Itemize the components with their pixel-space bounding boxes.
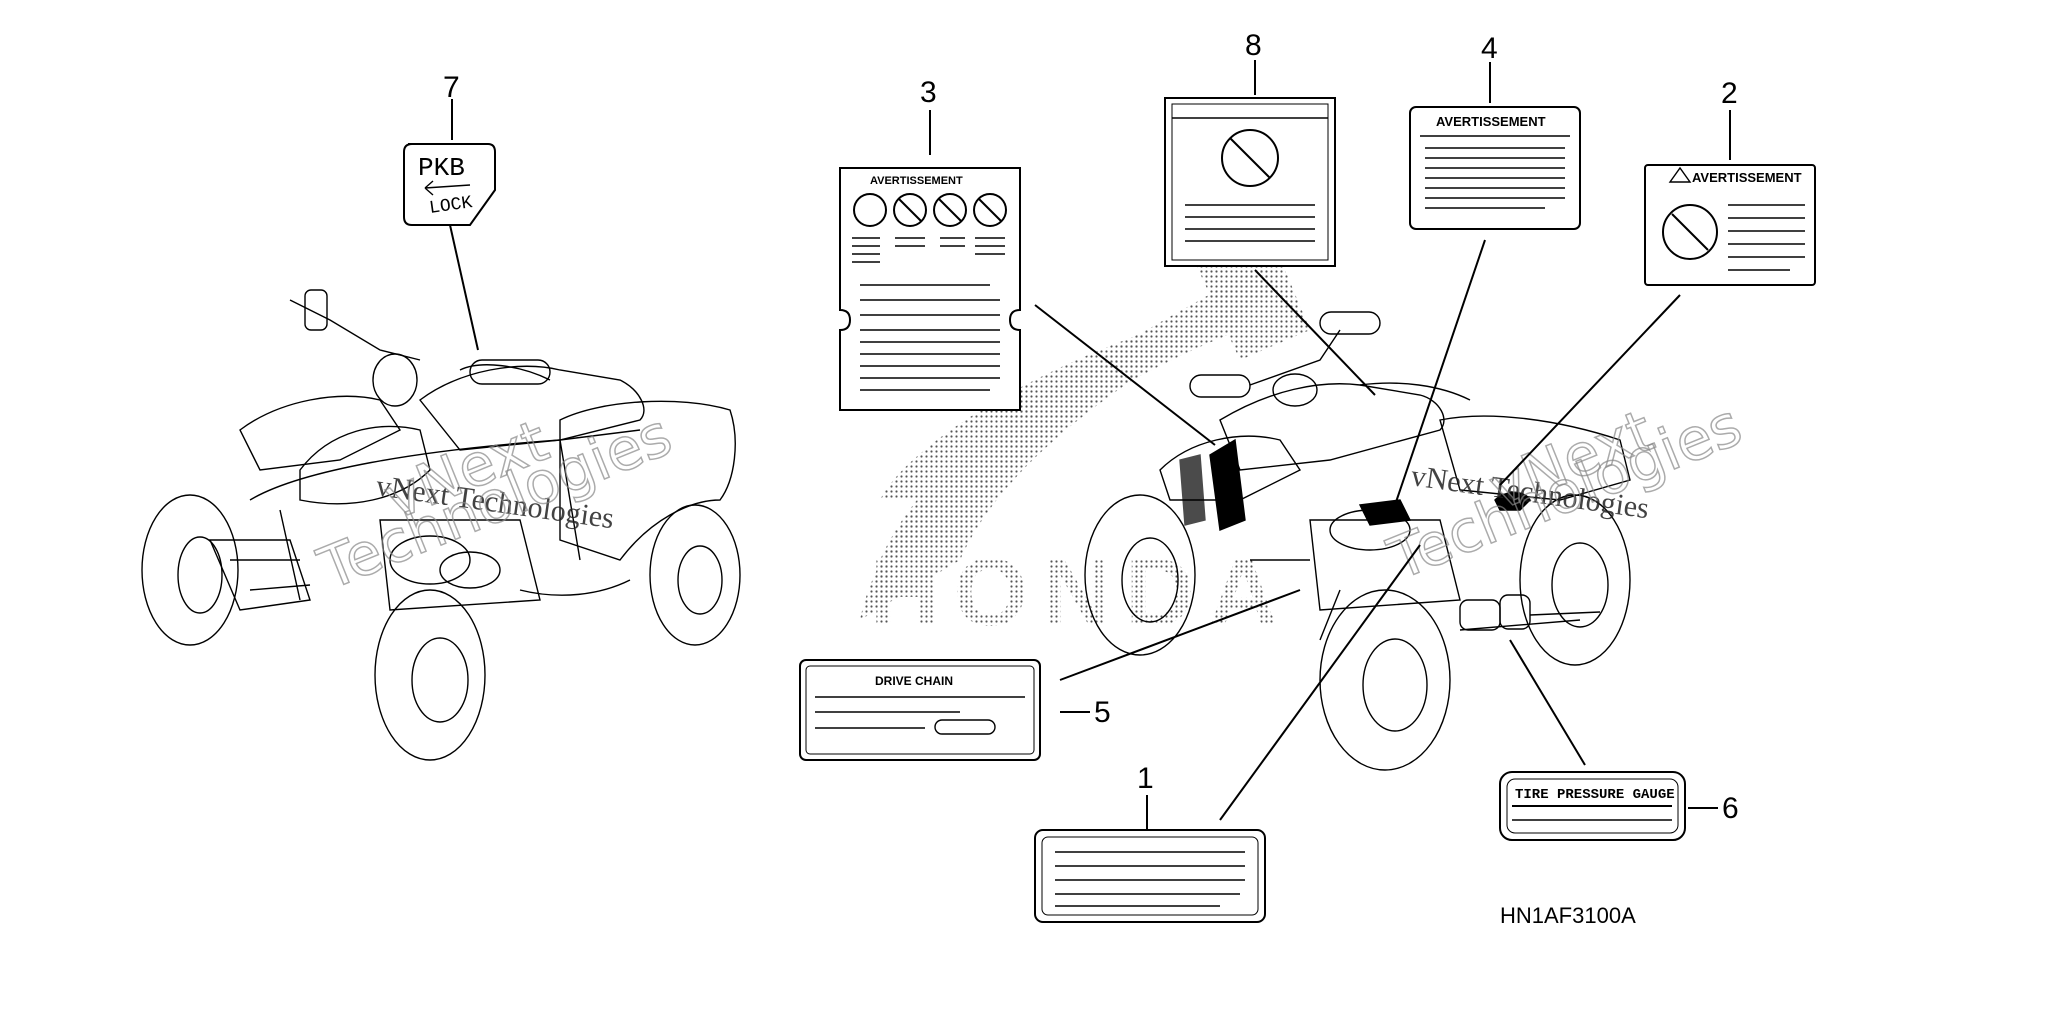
pkb-text: PKB	[418, 153, 465, 183]
callout-3: 3	[920, 76, 937, 109]
callout-numbers: 7 3 8 4 2 5 1 6	[443, 29, 1739, 825]
label-7-pkb-lock: PKB LOCK	[403, 143, 496, 226]
callout-5: 5	[1094, 696, 1111, 729]
prohibition-icon	[973, 193, 1007, 227]
label-2-header: AVERTISSEMENT	[1692, 170, 1802, 185]
honda-wing-logo: HONDA	[860, 210, 1310, 646]
honda-logo-text: HONDA	[870, 539, 1292, 646]
label-3-header: AVERTISSEMENT	[870, 175, 963, 187]
prohibition-icon	[853, 193, 887, 227]
atv-left-illustration	[141, 289, 741, 761]
tire-pressure-gauge-text: TIRE PRESSURE GAUGE	[1515, 787, 1675, 803]
label-1	[1034, 829, 1266, 923]
callout-1: 1	[1137, 762, 1154, 795]
no-passenger-icon	[1662, 204, 1718, 260]
prohibition-icons	[853, 193, 1007, 227]
drive-chain-text: DRIVE CHAIN	[875, 674, 953, 688]
callout-7: 7	[443, 71, 460, 104]
prohibition-icon	[893, 193, 927, 227]
label-8-warning	[1164, 97, 1336, 267]
label-6-tire-pressure-gauge: TIRE PRESSURE GAUGE	[1499, 771, 1686, 841]
label-4-header: AVERTISSEMENT	[1436, 114, 1546, 129]
chain-tool-icon	[934, 719, 996, 735]
callout-6: 6	[1722, 792, 1739, 825]
label-2-warning: AVERTISSEMENT	[1644, 164, 1816, 286]
prohibition-icon	[933, 193, 967, 227]
label-5-drive-chain: DRIVE CHAIN	[799, 659, 1041, 761]
callout-2: 2	[1721, 77, 1738, 110]
atv-right-illustration	[1084, 311, 1631, 771]
diagram-code: HN1AF3100A	[1500, 903, 1636, 928]
label-4-warning: AVERTISSEMENT	[1409, 106, 1581, 230]
callout-4: 4	[1481, 32, 1498, 65]
leader-lines	[449, 60, 1731, 830]
label-3-warning: AVERTISSEMENT	[839, 167, 1021, 411]
prohibition-icon	[1221, 129, 1279, 187]
callout-8: 8	[1245, 29, 1262, 62]
